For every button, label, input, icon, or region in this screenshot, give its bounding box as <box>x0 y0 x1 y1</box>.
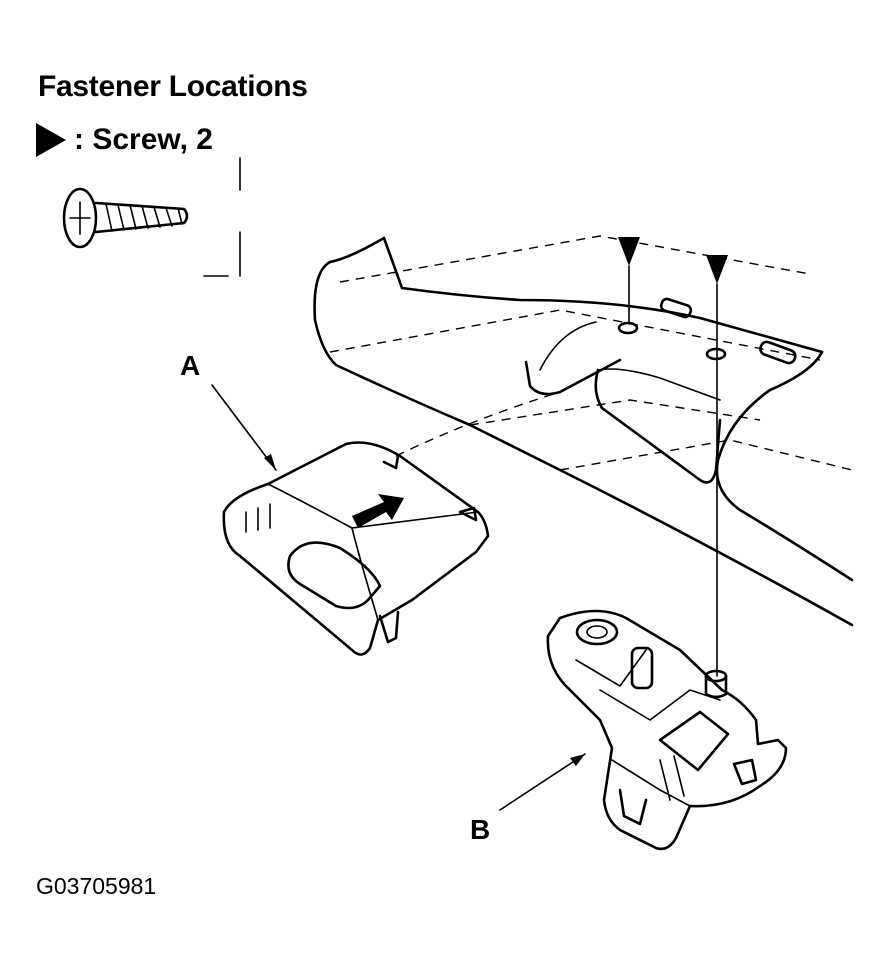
screw-legend: : Screw, 2 <box>36 123 213 157</box>
screw-location-markers <box>618 237 728 677</box>
direction-arrow-icon <box>352 494 404 528</box>
figure-title: Fastener Locations <box>38 70 308 103</box>
screw-location-marker-icon <box>618 237 640 266</box>
screw-location-marker-icon <box>36 123 66 157</box>
callout-b: B <box>470 814 491 845</box>
cover-part-a <box>222 391 561 656</box>
screw-location-marker-icon <box>706 255 728 284</box>
callout-a: A <box>180 350 201 381</box>
screw-icon <box>62 187 189 249</box>
switch-assembly-part-b <box>546 609 788 851</box>
screw-legend-label: : Screw, 2 <box>74 123 213 156</box>
callout-leaders <box>211 384 586 811</box>
separator-line <box>203 157 241 277</box>
figure-code: G03705981 <box>36 873 157 899</box>
dashboard-housing <box>313 235 854 627</box>
